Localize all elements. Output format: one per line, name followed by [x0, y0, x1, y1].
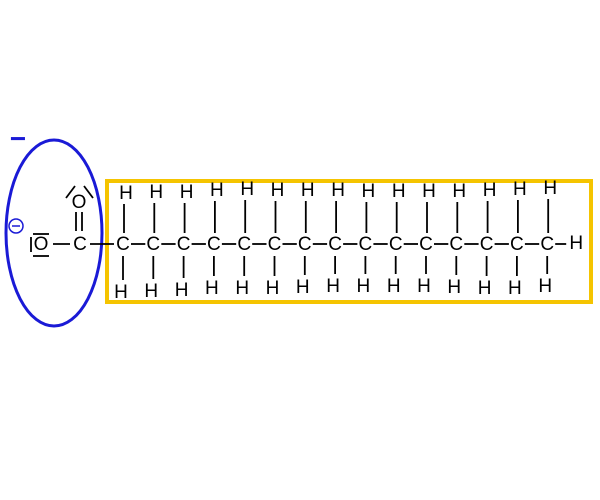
chain-hydrogen-top-14: H: [513, 179, 527, 200]
chain-hydrogen-bottom-4: H: [205, 278, 219, 299]
chain-hydrogen-bottom-14: H: [508, 278, 522, 299]
chain-carbon-12: C: [449, 234, 463, 255]
chain-hydrogen-bottom-1: H: [114, 282, 128, 303]
chain-carbon-2: C: [146, 234, 160, 255]
chain-hydrogen-bottom-13: H: [478, 278, 492, 299]
chain-carbon-8: C: [328, 234, 342, 255]
oxygen-charge-icon: [8, 218, 24, 234]
chain-carbon-13: C: [480, 234, 494, 255]
carboxyl-carbon: C: [73, 234, 87, 255]
double-bonded-oxygen: O: [72, 192, 87, 213]
terminal-hydrogen: H: [569, 233, 583, 254]
chain-carbon-4: C: [207, 234, 221, 255]
single-bonded-oxygen: O: [34, 234, 49, 255]
head-group-ellipse: [4, 138, 104, 328]
chain-hydrogen-top-10: H: [392, 181, 406, 202]
head-group-charge-label: −: [10, 123, 26, 154]
chain-hydrogen-top-4: H: [210, 180, 224, 201]
chain-hydrogen-bottom-7: H: [296, 277, 310, 298]
chain-hydrogen-top-7: H: [301, 180, 315, 201]
chain-hydrogen-bottom-3: H: [175, 280, 189, 301]
chain-hydrogen-top-9: H: [362, 181, 376, 202]
chain-hydrogen-bottom-5: H: [235, 278, 249, 299]
chain-hydrogen-bottom-12: H: [447, 277, 461, 298]
chain-hydrogen-bottom-2: H: [144, 281, 158, 302]
chain-hydrogen-top-15: H: [543, 178, 557, 199]
chain-carbon-9: C: [359, 234, 373, 255]
chain-carbon-3: C: [177, 234, 191, 255]
chain-hydrogen-top-2: H: [149, 182, 163, 203]
chain-hydrogen-top-8: H: [331, 180, 345, 201]
chain-carbon-10: C: [389, 234, 403, 255]
chain-carbon-11: C: [419, 234, 433, 255]
oxygen-lone-pair-upper-right: [83, 185, 94, 199]
chain-hydrogen-top-6: H: [271, 180, 285, 201]
chain-carbon-6: C: [268, 234, 282, 255]
chain-carbon-14: C: [510, 234, 524, 255]
chain-hydrogen-bottom-11: H: [417, 276, 431, 297]
chain-carbon-5: C: [237, 234, 251, 255]
chain-hydrogen-bottom-15: H: [538, 276, 552, 297]
chain-hydrogen-bottom-8: H: [326, 276, 340, 297]
chain-hydrogen-top-3: H: [180, 182, 194, 203]
chain-hydrogen-top-1: H: [119, 183, 133, 204]
oxygen-lone-pair-upper-left: [65, 185, 76, 199]
chain-hydrogen-bottom-6: H: [266, 278, 280, 299]
chain-carbon-15: C: [540, 234, 554, 255]
chain-hydrogen-bottom-9: H: [357, 276, 371, 297]
chain-carbon-1: C: [116, 234, 130, 255]
hydrocarbon-tail-box: [105, 179, 593, 304]
hydrocarbon-chain: CHHCHHCHHCHHCHHCHHCHHCHHCHHCHHCHHCHHCHHC…: [114, 178, 583, 303]
chain-hydrogen-top-5: H: [240, 179, 254, 200]
chain-hydrogen-top-13: H: [483, 180, 497, 201]
chain-hydrogen-top-11: H: [422, 181, 436, 202]
chain-carbon-7: C: [298, 234, 312, 255]
chain-hydrogen-bottom-10: H: [387, 276, 401, 297]
chain-hydrogen-top-12: H: [452, 181, 466, 202]
